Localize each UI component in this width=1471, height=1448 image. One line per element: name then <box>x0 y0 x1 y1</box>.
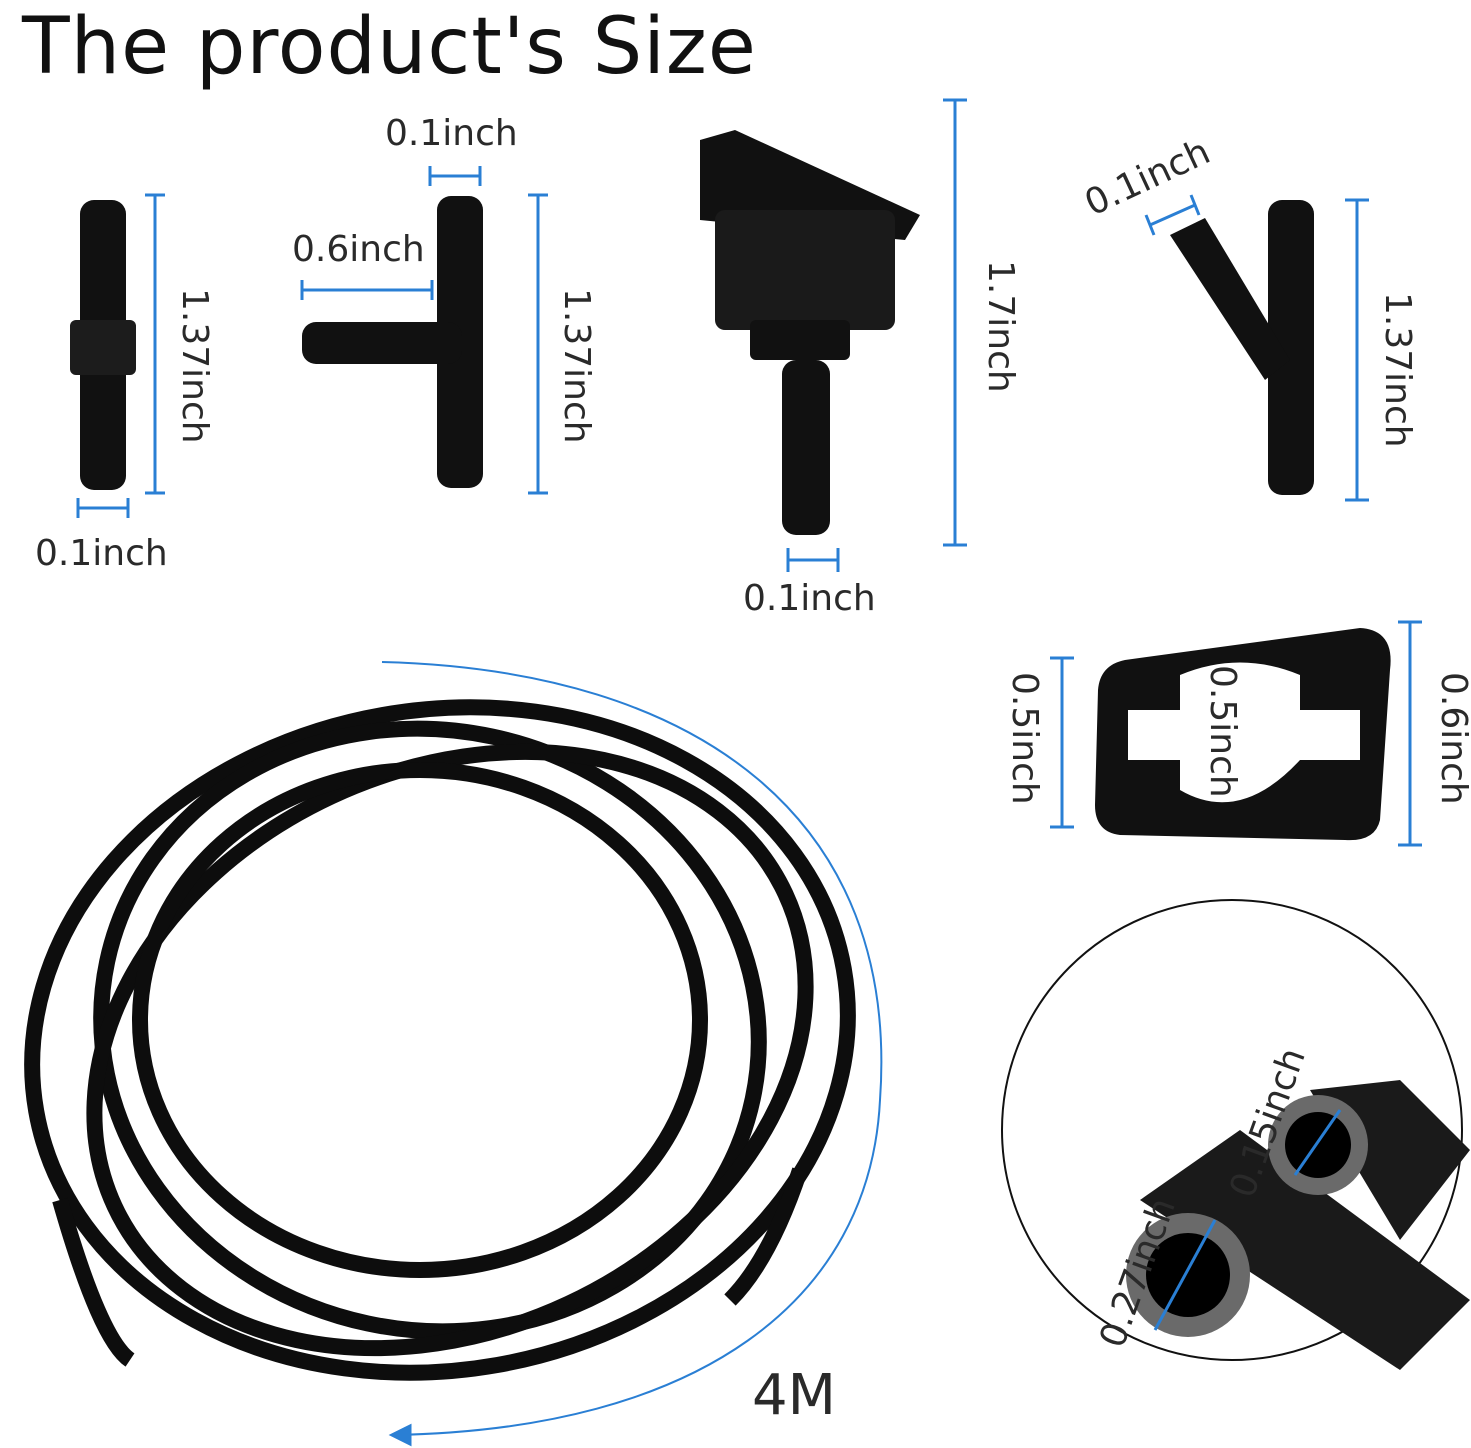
page-title: The product's Size <box>22 2 757 92</box>
tee-end-label: 0.1inch <box>385 113 518 154</box>
hose-coil <box>24 699 856 1381</box>
nozzle-height-label: 1.7inch <box>980 260 1021 393</box>
y-length-label: 1.37inch <box>1377 292 1418 448</box>
y-connector <box>1170 200 1314 495</box>
tee-length-label: 1.37inch <box>556 288 597 444</box>
tee-arm-label: 0.6inch <box>292 229 425 270</box>
tee-connector <box>302 196 483 488</box>
gasket-outer-label: 0.5inch <box>1004 672 1045 805</box>
hose-cross-section-inset <box>1001 899 1470 1370</box>
dimension-lines <box>76 98 1422 1447</box>
nozzle-tip-label: 0.1inch <box>743 578 876 619</box>
nozzle <box>700 130 920 535</box>
gasket-inner-label: 0.5inch <box>1202 665 1243 798</box>
hose-length-label: 4M <box>752 1363 836 1428</box>
gasket-height-label: 0.6inch <box>1433 672 1471 805</box>
straight-diameter-label: 0.1inch <box>35 533 168 574</box>
straight-connector <box>70 200 136 490</box>
straight-length-label: 1.37inch <box>174 288 215 444</box>
gasket <box>1095 628 1391 841</box>
